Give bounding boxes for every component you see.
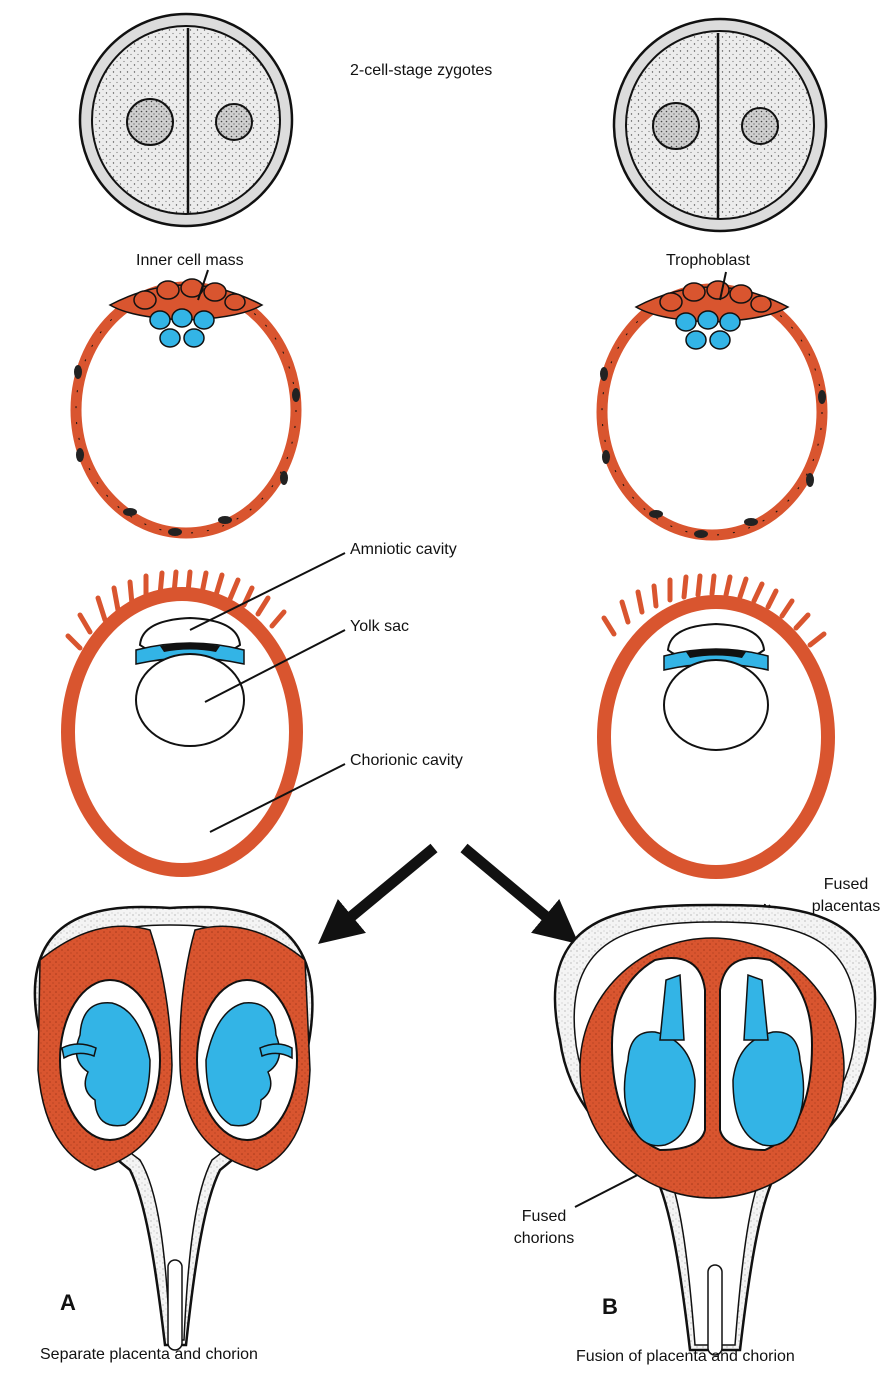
uterus-a <box>35 907 313 1350</box>
zygote-right <box>614 19 826 231</box>
label-trophoblast: Trophoblast <box>666 252 750 270</box>
label-amniotic-cavity: Amniotic cavity <box>350 541 457 559</box>
branch-arrows <box>335 848 562 930</box>
blastocyst-right <box>600 272 826 538</box>
label-fused-placentas: Fused placentas <box>796 874 895 918</box>
chorionic-sac-left <box>68 572 296 870</box>
label-chorionic-cavity: Chorionic cavity <box>350 752 463 770</box>
label-fused-placentas-line2: placentas <box>796 896 895 918</box>
label-2-cell-stage: 2-cell-stage zygotes <box>350 62 492 80</box>
label-inner-cell-mass: Inner cell mass <box>136 252 244 270</box>
label-fused-chorions: Fused chorions <box>494 1206 594 1250</box>
zygote-left <box>80 14 292 226</box>
label-fused-placentas-line1: Fused <box>796 874 895 896</box>
blastocyst-left <box>74 270 300 536</box>
chorionic-sac-right <box>604 576 828 872</box>
panel-label-b: B <box>602 1294 618 1320</box>
panel-label-a: A <box>60 1290 76 1316</box>
uterus-b <box>555 905 875 1355</box>
caption-b: Fusion of placenta and chorion <box>576 1348 795 1366</box>
label-fused-chorions-line2: chorions <box>494 1228 594 1250</box>
label-yolk-sac: Yolk sac <box>350 618 409 636</box>
caption-a: Separate placenta and chorion <box>40 1346 258 1364</box>
label-fused-chorions-line1: Fused <box>494 1206 594 1228</box>
